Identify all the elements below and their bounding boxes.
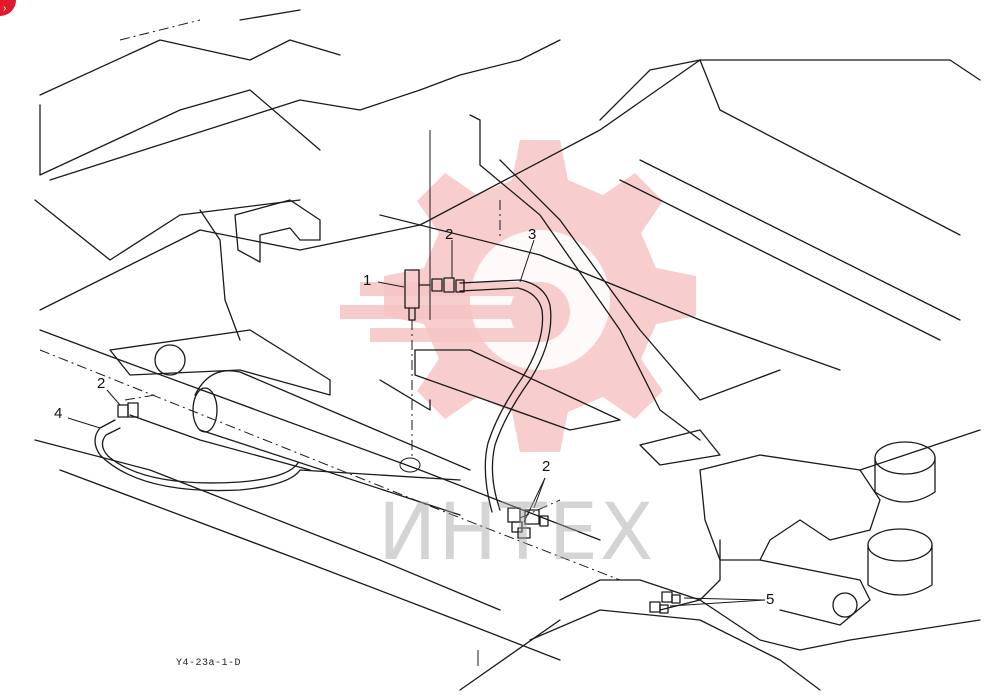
watermark-text: ИНТЕХ bbox=[378, 488, 656, 578]
callout-4: 4 bbox=[54, 405, 63, 422]
callout-2-top: 2 bbox=[445, 226, 454, 243]
callout-5: 5 bbox=[766, 591, 775, 608]
callout-1: 1 bbox=[363, 272, 372, 289]
callout-2-left: 2 bbox=[97, 375, 106, 392]
figure-code: Y4-23a-1-D bbox=[176, 658, 242, 669]
callout-2-bottom: 2 bbox=[542, 458, 551, 475]
svg-text:›: › bbox=[3, 3, 6, 14]
callout-3: 3 bbox=[528, 226, 537, 243]
red-circle-icon: › bbox=[0, 0, 16, 16]
